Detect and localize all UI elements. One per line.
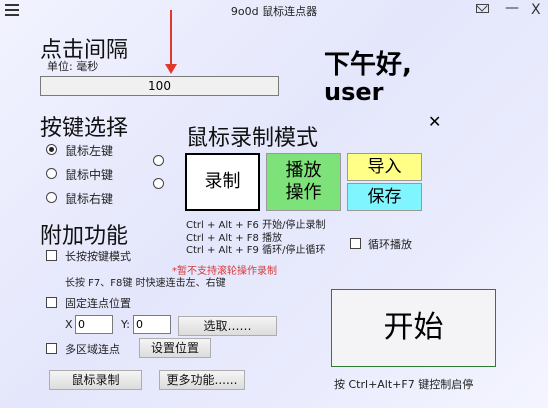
record-mode-heading: 鼠标录制模式	[186, 126, 319, 151]
scroll-note: *暂不支持滚轮操作录制	[172, 266, 277, 277]
loop-play-checkbox[interactable]	[350, 238, 361, 249]
radio-extra-1[interactable]	[153, 155, 164, 166]
set-position-button[interactable]: 设置位置	[139, 338, 211, 358]
arrow-head-icon	[165, 64, 177, 74]
y-input[interactable]: 0	[133, 315, 171, 334]
radio-middle-label: 鼠标中键	[65, 168, 114, 182]
mouse-record-button[interactable]: 鼠标录制	[49, 370, 142, 390]
hotkey-play: Ctrl + Alt + F8 播放	[186, 233, 283, 244]
import-button[interactable]: 导入	[347, 153, 422, 181]
radio-right-button[interactable]	[46, 192, 57, 203]
hamburger-menu-icon[interactable]	[5, 4, 19, 16]
radio-middle-button[interactable]	[46, 168, 57, 179]
interval-unit-label: 单位: 毫秒	[47, 60, 99, 73]
interval-input[interactable]: 100	[40, 76, 279, 96]
pick-button[interactable]: 选取……	[178, 316, 277, 336]
long-press-label: 长按按键模式	[65, 250, 131, 263]
x-input[interactable]: 0	[75, 315, 113, 334]
start-button[interactable]: 开始	[331, 289, 496, 367]
radio-right-label: 鼠标右键	[65, 192, 114, 206]
fixed-pos-label: 固定连点位置	[65, 297, 131, 310]
interval-heading: 点击间隔	[40, 38, 129, 63]
radio-extra-2[interactable]	[153, 178, 164, 189]
multi-area-label: 多区域连点	[65, 343, 120, 356]
radio-left-button[interactable]	[46, 144, 57, 155]
key-select-heading: 按键选择	[40, 116, 129, 141]
start-hotkey-hint: 按 Ctrl+Alt+F7 键控制启停	[334, 378, 474, 391]
save-button[interactable]: 保存	[347, 183, 422, 211]
arrow-annotation	[170, 10, 172, 68]
minimize-button[interactable]: —	[505, 0, 519, 16]
play-button[interactable]: 播放 操作	[266, 153, 341, 211]
more-features-button[interactable]: 更多功能......	[159, 370, 245, 390]
radio-left-label: 鼠标左键	[65, 144, 114, 158]
loop-play-label: 循环播放	[368, 238, 412, 251]
close-button[interactable]: X	[531, 2, 541, 18]
long-press-checkbox[interactable]	[46, 250, 57, 261]
mail-icon[interactable]	[476, 4, 489, 13]
dismiss-icon[interactable]: ✕	[428, 112, 442, 131]
extra-heading: 附加功能	[40, 224, 129, 249]
record-button[interactable]: 录制	[185, 153, 260, 211]
hotkey-loop: Ctrl + Alt + F9 循环/停止循环	[186, 245, 326, 256]
fixed-pos-checkbox[interactable]	[46, 297, 57, 308]
greeting-user: user	[324, 78, 384, 106]
multi-area-checkbox[interactable]	[46, 343, 57, 354]
y-label: Y:	[121, 318, 130, 331]
f7-f8-note: 长按 F7、F8键 时快速连击左、右键	[65, 278, 226, 289]
x-label: X	[65, 318, 73, 331]
greeting-line1: 下午好,	[324, 50, 412, 80]
hotkey-record: Ctrl + Alt + F6 开始/停止录制	[186, 220, 326, 231]
window-title: 9o0d 鼠标连点器	[230, 5, 318, 18]
